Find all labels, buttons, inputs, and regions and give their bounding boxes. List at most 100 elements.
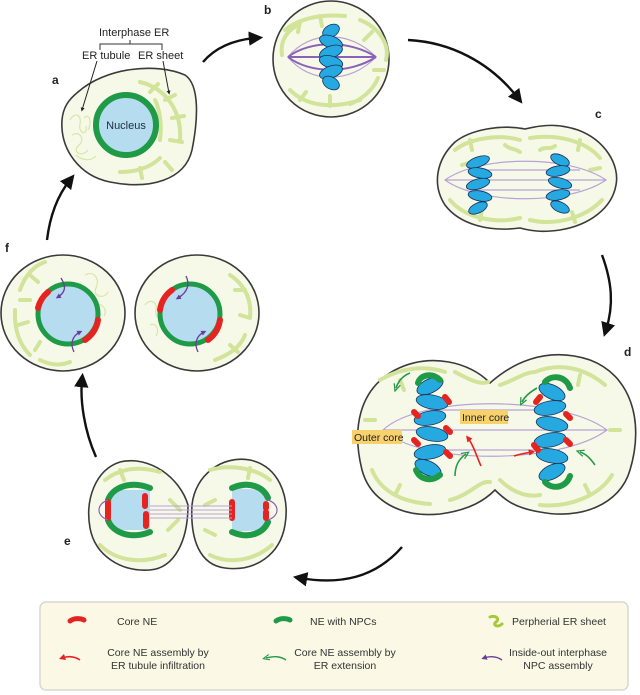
spindle-fibers — [382, 403, 609, 457]
er-sheet-symbol — [488, 615, 504, 628]
arrow-a-to-b — [202, 31, 264, 63]
chromosome — [538, 382, 566, 402]
panel-a-interphase-cell: a Interphase ER ER tubule ER sheet Nucle… — [52, 27, 198, 186]
core-ne — [442, 394, 452, 405]
ne-with-npcs — [415, 372, 443, 386]
arrow-f-to-a — [45, 174, 75, 241]
core-ne — [35, 289, 51, 311]
ne-with-npcs — [105, 481, 153, 539]
nucleus-right — [157, 281, 223, 347]
core-ne — [205, 317, 223, 343]
er-tubule-infiltration-arrow — [513, 449, 536, 457]
ne-with-npcs — [542, 473, 573, 490]
core-ne — [157, 287, 175, 313]
legend-er-tubule-infiltration-line2: ER tubule infiltration — [111, 660, 205, 672]
er-sheet-pointer — [162, 60, 171, 95]
midbody-spindle — [150, 505, 232, 519]
chromosome — [468, 201, 488, 215]
nucleus-label: Nucleus — [106, 120, 146, 132]
chromosome — [550, 153, 570, 167]
arrow-c-to-d — [600, 254, 616, 337]
er-network — [363, 365, 622, 508]
core-ne — [443, 425, 453, 435]
inner-core-label: Inner core — [462, 412, 509, 424]
arrow-b-to-c — [407, 38, 523, 104]
chromosome — [535, 416, 569, 432]
er-extension-arrow — [580, 452, 596, 466]
chromosomes-left — [465, 155, 493, 215]
outer-core-label: Outer core — [354, 432, 404, 444]
outer-core-highlight — [352, 430, 402, 444]
er-extension-arrow — [522, 387, 538, 402]
interphase-er-label: Interphase ER — [99, 27, 169, 39]
legend-er-extension-line1: Core NE assembly by — [294, 647, 396, 659]
npc-assembly-arrow — [71, 330, 83, 353]
npc-assembly-arrow — [195, 330, 207, 353]
nucleus-left — [106, 490, 150, 530]
panel-label-a: a — [52, 73, 59, 87]
chromosome — [413, 410, 447, 426]
core-ne — [563, 437, 573, 447]
panel-label-f: f — [5, 241, 10, 255]
legend-box — [39, 601, 629, 691]
panel-label-c: c — [595, 107, 602, 121]
chromosome — [545, 189, 571, 201]
arrow-e-to-f — [74, 372, 98, 458]
inner-core-highlight — [460, 410, 508, 424]
legend: Core NE NE with NPCs Perpherial ER sheet… — [39, 601, 629, 691]
er-tubules — [69, 114, 97, 161]
chromosome — [538, 462, 566, 482]
chromosome — [415, 394, 449, 410]
er-sheets — [118, 80, 186, 180]
panel-label-d: d — [624, 345, 631, 359]
er-network — [279, 13, 389, 108]
er-sheets-left — [12, 260, 72, 367]
chromosome — [465, 177, 491, 191]
spindle-fibers — [443, 160, 608, 200]
chromosome — [533, 400, 567, 416]
panel-b-metaphase-cell: b — [264, 0, 390, 118]
npc-assembly-symbol — [481, 654, 503, 661]
legend-er-tubule-infiltration-line1: Core NE assembly by — [107, 647, 209, 659]
legend-npc-assembly-line2: NPC assembly — [523, 660, 593, 672]
core-ne — [563, 411, 573, 421]
chromosome-mass-left — [411, 372, 453, 483]
er-extension-arrow — [396, 372, 411, 388]
core-ne — [142, 493, 149, 529]
er-tubule-infiltration-arrow — [466, 435, 482, 467]
chromosome — [467, 167, 493, 179]
astral-microtubule — [98, 499, 109, 521]
astral-microtubule — [267, 499, 278, 521]
nucleus — [93, 92, 159, 158]
arrow-d-to-e — [292, 546, 403, 587]
cell-membrane — [436, 124, 618, 233]
chromosome — [322, 75, 340, 91]
chromosome — [415, 426, 449, 442]
panel-c-anaphase-cell: c — [436, 107, 618, 233]
er-extension-arrow — [454, 454, 466, 477]
core-ne-symbol — [67, 616, 87, 624]
chromosomes — [318, 23, 344, 91]
chromosome — [545, 165, 571, 177]
chromosome — [550, 200, 570, 214]
er-extension-symbol — [266, 657, 287, 661]
ne-with-npcs-symbol — [273, 616, 293, 624]
er-sheet-label: ER sheet — [138, 50, 183, 62]
interphase-er-bracket — [99, 40, 163, 50]
core-ne — [82, 317, 101, 343]
panel-f-daughter-cells: f — [0, 241, 260, 372]
chromosome — [466, 155, 490, 169]
legend-npc-assembly-line1: Inside-out interphase — [509, 647, 607, 659]
core-ne — [443, 449, 453, 459]
panel-e-cytokinesis-cells: e — [64, 458, 287, 571]
er-network — [98, 465, 274, 563]
ne-with-npcs — [413, 467, 443, 483]
legend-er-extension-line2: ER extension — [314, 660, 377, 672]
ne-with-npcs — [229, 481, 271, 539]
core-ne — [411, 437, 421, 447]
core-ne — [533, 394, 543, 405]
chromosome-mass-right — [531, 374, 573, 490]
panel-label-b: b — [264, 3, 271, 17]
nucleus-right — [232, 488, 268, 532]
